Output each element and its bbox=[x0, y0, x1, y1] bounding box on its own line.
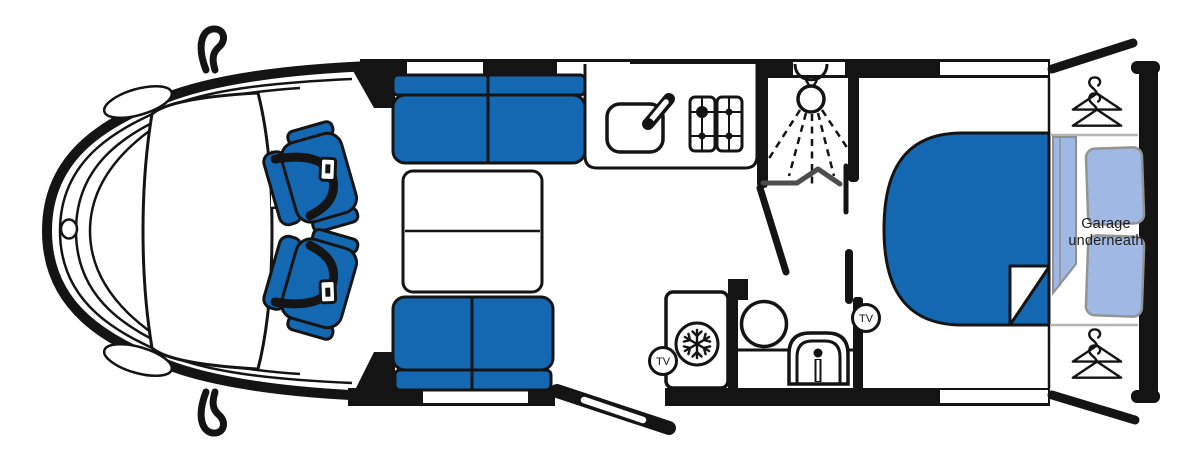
washroom-wall-step bbox=[737, 279, 748, 300]
garage-label: Garage underneath bbox=[1068, 216, 1143, 249]
washroom-wall-left bbox=[728, 279, 738, 390]
shower-spray bbox=[766, 109, 856, 186]
toilet-icon bbox=[787, 331, 850, 386]
fridge bbox=[664, 290, 730, 390]
rear-section: Garage underneath bbox=[1047, 76, 1146, 388]
washbasin-icon bbox=[739, 299, 789, 349]
rear-wall-cap-top bbox=[1131, 61, 1160, 74]
garage-label-line1: Garage bbox=[1081, 216, 1131, 232]
front-badge bbox=[59, 218, 79, 240]
tv-badge-washroom: TV bbox=[648, 346, 678, 376]
window-lounge-top bbox=[407, 62, 483, 75]
shower-mount bbox=[793, 63, 829, 82]
burner bbox=[725, 132, 733, 140]
tv-badge-label: TV bbox=[859, 313, 874, 325]
tap-icon bbox=[642, 93, 675, 130]
body-transition-top bbox=[348, 62, 395, 108]
garage-label-line2: underneath bbox=[1068, 233, 1143, 249]
passenger-seat bbox=[262, 227, 360, 341]
seatbelt-buckle bbox=[318, 279, 338, 305]
tv-badge-label: TV bbox=[656, 356, 671, 368]
wing-mirror-bottom-icon bbox=[197, 388, 227, 437]
hob-icon bbox=[688, 95, 744, 153]
burner bbox=[698, 132, 706, 140]
bed-fold-corner bbox=[1008, 265, 1051, 327]
washroom-door-open bbox=[756, 184, 790, 276]
headboard-strip bbox=[1052, 136, 1077, 296]
bed-mattress bbox=[882, 131, 1051, 327]
kitchen bbox=[583, 64, 759, 170]
window-lounge-bottom bbox=[423, 390, 528, 403]
hanger-icon bbox=[1071, 76, 1123, 127]
shower-cubicle bbox=[756, 62, 859, 304]
rear-wall bbox=[1139, 62, 1158, 402]
washroom bbox=[728, 279, 863, 390]
shower-head-icon bbox=[796, 84, 826, 114]
entry-door-open bbox=[550, 384, 676, 435]
island-bed bbox=[882, 131, 1051, 327]
rear-door-bottom-open bbox=[1047, 390, 1140, 425]
shower-tray-edge bbox=[760, 166, 843, 187]
pillow-top-icon bbox=[1084, 146, 1146, 226]
shower-wall-right bbox=[848, 62, 859, 182]
windscreen bbox=[141, 91, 274, 371]
burner bbox=[725, 108, 733, 116]
window-bedroom-top bbox=[940, 62, 1048, 75]
headlight-top bbox=[102, 84, 174, 120]
cab bbox=[41, 25, 379, 437]
driver-seat bbox=[262, 120, 360, 234]
headlight-bottom bbox=[102, 342, 174, 378]
pillow-bottom-icon bbox=[1084, 234, 1146, 318]
burner bbox=[696, 106, 708, 118]
hanger-icon bbox=[1071, 328, 1123, 379]
body-transition-bottom bbox=[348, 352, 395, 404]
doors bbox=[550, 38, 1140, 435]
snowflake-icon bbox=[682, 328, 712, 360]
window-shower-top bbox=[793, 62, 845, 75]
tv-badge-bedroom: TV bbox=[851, 303, 881, 333]
wing-mirror-top-icon bbox=[197, 25, 227, 74]
rear-wall-cap-bottom bbox=[1131, 390, 1160, 403]
rear-door-top-open bbox=[1047, 38, 1138, 74]
seatbelt-buckle bbox=[318, 156, 338, 182]
lounge-dinette bbox=[391, 73, 587, 392]
shower-wall-left bbox=[757, 62, 768, 188]
wardrobe-bottom bbox=[1071, 328, 1123, 379]
window-bedroom-bottom bbox=[940, 390, 1048, 403]
wardrobe-top bbox=[1071, 76, 1123, 127]
cab-outline bbox=[41, 61, 379, 401]
